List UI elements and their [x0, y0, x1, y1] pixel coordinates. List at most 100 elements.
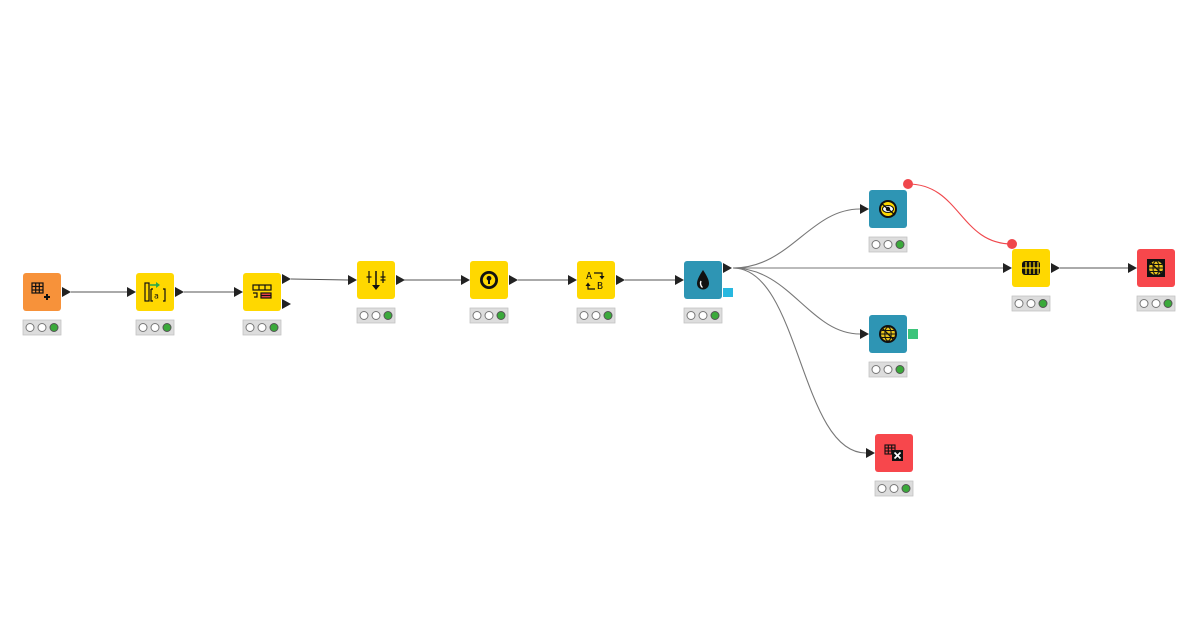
table-partition-icon: [252, 284, 272, 299]
input-port[interactable]: [1128, 263, 1137, 273]
node-body[interactable]: [577, 261, 615, 299]
status-light-yellow: [883, 365, 893, 374]
node-predictor-eye[interactable]: [860, 179, 913, 253]
node-status-traffic-light: [683, 307, 723, 324]
status-light-green: [1163, 299, 1173, 308]
status-light-yellow: [889, 484, 899, 493]
node-status-traffic-light: [874, 480, 914, 497]
node-status-traffic-light: [135, 319, 175, 336]
input-port[interactable]: [568, 275, 577, 285]
input-port[interactable]: [675, 275, 684, 285]
output-port[interactable]: [62, 287, 71, 297]
node-predictor-globe[interactable]: [860, 315, 918, 378]
status-light-yellow: [1026, 299, 1036, 308]
output-port[interactable]: [1051, 263, 1060, 273]
node-table-creator[interactable]: [22, 273, 71, 336]
status-light-yellow: [37, 323, 47, 332]
status-light-red: [1139, 299, 1149, 308]
eye-predictor-icon: [879, 200, 897, 218]
node-status-traffic-light: [868, 361, 908, 378]
input-port[interactable]: [860, 329, 869, 339]
input-port[interactable]: [234, 287, 243, 297]
column-merger-icon: [1022, 261, 1040, 275]
node-status-traffic-light: [242, 319, 282, 336]
column-filter-icon: [366, 271, 386, 290]
output-port-bottom[interactable]: [282, 299, 291, 309]
connection-n3-n4[interactable]: [290, 278, 349, 281]
node-column-merger[interactable]: [1003, 239, 1060, 312]
input-port[interactable]: [866, 448, 875, 458]
output-port-data[interactable]: [723, 263, 732, 273]
flow-variable-output-port[interactable]: [903, 179, 913, 189]
flow-variable-input-port[interactable]: [1007, 239, 1017, 249]
node-globe-writer[interactable]: [1128, 249, 1176, 312]
node-table-delete[interactable]: [866, 434, 914, 497]
input-port[interactable]: [127, 287, 136, 297]
svg-text:A: A: [586, 271, 592, 282]
status-light-red: [686, 311, 696, 320]
status-light-yellow: [150, 323, 160, 332]
input-port[interactable]: [860, 204, 869, 214]
status-light-yellow: [698, 311, 708, 320]
connection-n7-n9[interactable]: [732, 267, 861, 335]
status-light-green: [269, 323, 279, 332]
output-port[interactable]: [509, 275, 518, 285]
status-light-yellow: [883, 240, 893, 249]
status-light-green: [496, 311, 506, 320]
node-status-traffic-light: [469, 307, 509, 324]
status-light-green: [901, 484, 911, 493]
status-light-red: [871, 240, 881, 249]
table-creator-icon: [31, 282, 50, 300]
output-port[interactable]: [616, 275, 625, 285]
status-light-yellow: [371, 311, 381, 320]
status-light-green: [1038, 299, 1048, 308]
status-light-red: [1014, 299, 1024, 308]
node-body[interactable]: [243, 273, 281, 311]
string-manipulation-icon: A B: [585, 271, 605, 292]
input-port[interactable]: [461, 275, 470, 285]
status-light-red: [359, 311, 369, 320]
node-status-traffic-light: [868, 236, 908, 253]
droplet-icon: [697, 270, 709, 290]
node-table-partition[interactable]: [234, 273, 291, 336]
connections: [71, 183, 1128, 454]
node-learner-droplet[interactable]: [675, 261, 733, 324]
node-body[interactable]: [23, 273, 61, 311]
status-light-yellow: [1151, 299, 1161, 308]
output-port-model[interactable]: [908, 329, 918, 339]
node-status-traffic-light: [576, 307, 616, 324]
status-light-green: [710, 311, 720, 320]
output-port[interactable]: [396, 275, 405, 285]
node-rule-engine[interactable]: [461, 261, 518, 324]
connection-n7-n8[interactable]: [732, 208, 861, 269]
status-light-red: [25, 323, 35, 332]
status-light-green: [162, 323, 172, 332]
status-light-red: [579, 311, 589, 320]
status-light-green: [49, 323, 59, 332]
node-string-manipulation[interactable]: A B: [568, 261, 625, 324]
globe-writer-icon: [1147, 259, 1165, 277]
table-delete-icon: [884, 444, 903, 461]
node-column-rename[interactable]: a: [127, 273, 184, 336]
status-light-yellow: [257, 323, 267, 332]
output-port-model[interactable]: [723, 288, 733, 297]
node-status-traffic-light: [22, 319, 62, 336]
node-status-traffic-light: [356, 307, 396, 324]
variable-connection-n8-n11[interactable]: [907, 183, 1013, 245]
connection-n7-n10[interactable]: [732, 267, 867, 454]
status-light-green: [603, 311, 613, 320]
node-column-filter[interactable]: [348, 261, 405, 324]
node-status-traffic-light: [1011, 295, 1051, 312]
status-light-yellow: [591, 311, 601, 320]
input-port[interactable]: [348, 275, 357, 285]
status-light-red: [877, 484, 887, 493]
output-port-top[interactable]: [282, 274, 291, 284]
input-port[interactable]: [1003, 263, 1012, 273]
status-light-green: [895, 240, 905, 249]
status-light-red: [871, 365, 881, 374]
svg-text:B: B: [597, 281, 603, 292]
output-port[interactable]: [175, 287, 184, 297]
column-rename-icon: a: [144, 282, 166, 302]
status-light-green: [895, 365, 905, 374]
